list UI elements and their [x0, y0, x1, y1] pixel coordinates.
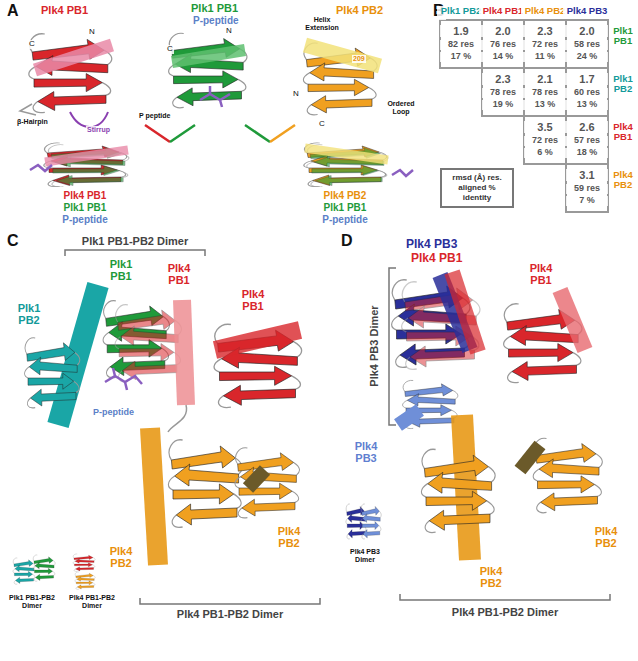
column-header: Plk4 PB2 [521, 6, 569, 16]
table-cell: 6 % [524, 148, 566, 158]
bracket-label: Plk4 PB3 Dimer [368, 304, 380, 387]
domain-label: Plk4 PB2 [585, 525, 627, 549]
panel-letter: D [340, 232, 354, 250]
table-cell: 76 res [482, 40, 524, 50]
domain-label: Plk4 PB2 [310, 190, 380, 201]
panel-letter: A [6, 2, 20, 20]
row-header: Plk1 PB2 [609, 74, 637, 95]
bracket-label: Plk4 PB1-PB2 Dimer [140, 608, 320, 620]
annotation: P peptide [138, 112, 171, 120]
row-header: Plk4 PB2 [609, 170, 637, 191]
domain-label: Plk4 PB2 [335, 4, 384, 16]
peptide-label: P-peptide [310, 214, 380, 225]
table-cell: 2.6 [566, 121, 608, 133]
table-cell: 14 % [482, 52, 524, 62]
table-cell: 78 res [482, 88, 524, 98]
inset-label: Plk4 PB3 Dimer [340, 548, 390, 563]
domain-label: Plk4 PB2 [100, 545, 142, 569]
table-cell: 3.5 [524, 121, 566, 133]
table-cell: 11 % [524, 52, 566, 62]
peptide-label: P-peptide [50, 214, 120, 225]
panel-letter: C [6, 232, 20, 250]
table-cell: 19 % [482, 100, 524, 110]
bracket-label: Plk4 PB1-PB2 Dimer [400, 606, 610, 618]
domain-label: Plk4 PB1 [50, 190, 120, 201]
table-cell: 24 % [566, 52, 608, 62]
table-cell: 7 % [566, 196, 608, 206]
table-cell: 13 % [566, 100, 608, 110]
table-cell: 18 % [566, 148, 608, 158]
table-cell: 1.9 [440, 25, 482, 37]
table-cell: 82 res [440, 40, 482, 50]
inset-label: Plk1 PB1-PB2 Dimer [4, 594, 60, 609]
table-cell: 2.0 [566, 25, 608, 37]
terminus-label: N [225, 27, 233, 36]
legend-box: rmsd (Å) res. aligned % identity [440, 168, 514, 208]
table-cell: 3.1 [566, 169, 608, 181]
column-header: Plk4 PB1 [479, 6, 527, 16]
table-cell: 60 res [566, 88, 608, 98]
table-cell: 13 % [524, 100, 566, 110]
table-cell: 2.3 [482, 73, 524, 85]
row-header: Plk4 PB1 [609, 122, 637, 143]
terminus-label: C [318, 120, 326, 129]
domain-label: Plk4 PB2 [470, 565, 512, 589]
terminus-label: N [292, 90, 300, 99]
peptide-label: P-peptide [92, 408, 135, 418]
bracket-label: Plk1 PB1-PB2 Dimer [65, 235, 205, 247]
inset-label: Plk4 PB1-PB2 Dimer [64, 594, 120, 609]
terminus-label: N [88, 28, 96, 37]
annotation: Stirrup [86, 126, 111, 134]
residue-number: 209 [352, 55, 366, 63]
domain-label: Plk4 PB2 [268, 525, 310, 549]
terminus-label: C [166, 45, 174, 54]
column-header: Plk1 PB2 [437, 6, 485, 16]
table-cell: 72 res [524, 136, 566, 146]
table-cell: 2.0 [482, 25, 524, 37]
domain-label: Plk4 PB1 [232, 288, 274, 312]
column-header: Plk4 PB3 [563, 6, 611, 16]
domain-label: Plk4 PB3 [405, 238, 458, 251]
terminus-label: C [28, 40, 36, 49]
domain-label: Plk4 PB1 [520, 262, 562, 286]
table-cell: 78 res [524, 88, 566, 98]
row-header: Plk1 PB1 [609, 26, 637, 47]
table-cell: 1.7 [566, 73, 608, 85]
annotation: Helix Extension [300, 16, 344, 31]
annotation: β-Hairpin [16, 118, 49, 126]
domain-label: Plk1 PB2 [8, 302, 50, 326]
domain-label: Plk4 PB3 [345, 440, 387, 464]
table-cell: 2.1 [524, 73, 566, 85]
domain-label: Plk1 PB1 [190, 2, 239, 14]
table-cell: 2.3 [524, 25, 566, 37]
annotation: Ordered Loop [382, 100, 420, 115]
domain-label: Plk4 PB1 [40, 4, 89, 16]
table-cell: 57 res [566, 136, 608, 146]
table-cell: 58 res [566, 40, 608, 50]
table-cell: 59 res [566, 184, 608, 194]
domain-label: Plk4 PB1 [158, 262, 200, 286]
table-cell: 72 res [524, 40, 566, 50]
domain-label: Plk1 PB1 [100, 258, 142, 282]
peptide-label: P-peptide [192, 15, 240, 26]
domain-label: Plk4 PB1 [410, 252, 463, 265]
domain-label: Plk1 PB1 [310, 202, 380, 213]
legend-text: rmsd (Å) res. aligned % identity [446, 173, 508, 203]
domain-label: Plk1 PB1 [50, 202, 120, 213]
table-cell: 17 % [440, 52, 482, 62]
